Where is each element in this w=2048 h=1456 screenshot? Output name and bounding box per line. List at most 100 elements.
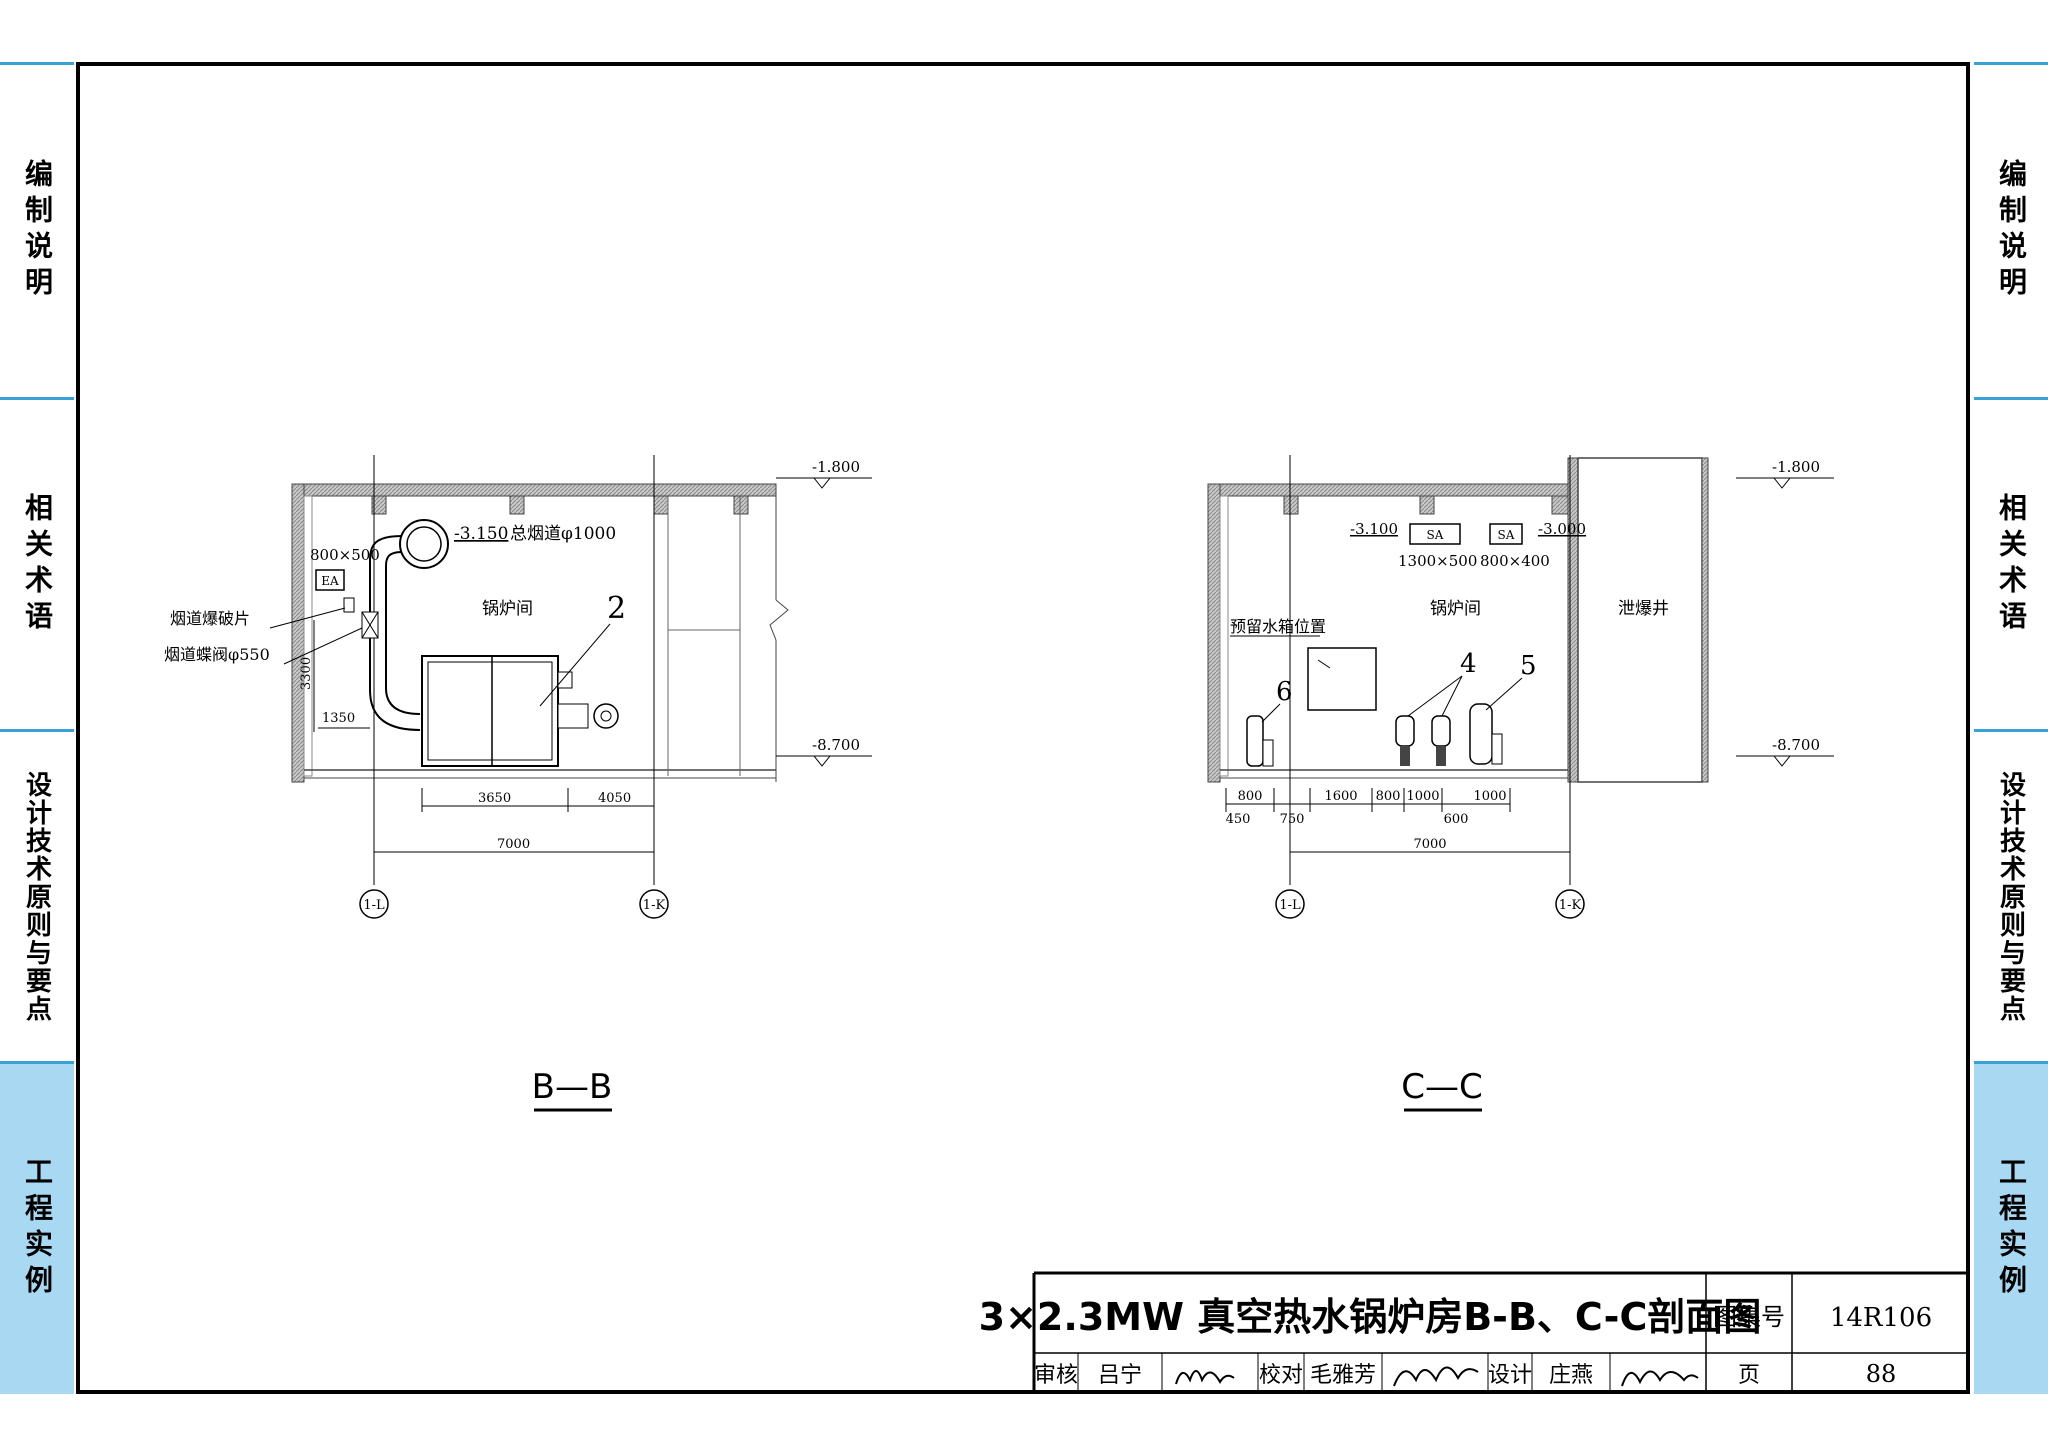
cc-dim-1000-b: 1000 bbox=[1473, 789, 1506, 804]
bb-duct-size: 800×500 bbox=[310, 546, 380, 564]
cc-sa-tag-2: SA bbox=[1498, 528, 1515, 542]
cc-pump-1 bbox=[1395, 715, 1415, 747]
bb-dim-7000: 7000 bbox=[497, 837, 530, 852]
bb-elev-top: -1.800 bbox=[812, 458, 860, 476]
title-block: 3×2.3MW 真空热水锅炉房B-B、C-C剖面图 图集号 14R106 审核 … bbox=[979, 1271, 1970, 1394]
bb-axis-bubble-left bbox=[359, 889, 389, 919]
bb-beam-4 bbox=[733, 495, 749, 515]
cc-elev-bottom: -8.700 bbox=[1772, 736, 1820, 754]
cc-item-4: 4 bbox=[1460, 649, 1477, 679]
cc-elev-top-mark bbox=[1772, 477, 1792, 489]
cc-section-label: C—C bbox=[1401, 1067, 1482, 1107]
bb-burner-box bbox=[557, 671, 573, 689]
cc-axis-bubble-left bbox=[1275, 889, 1305, 919]
sidetab-right-1[interactable]: 编制说明 bbox=[1974, 62, 2048, 397]
bb-left-wall bbox=[291, 483, 305, 783]
tb-checker: 毛雅芳 bbox=[1310, 1363, 1376, 1388]
cc-dim-1000-a: 1000 bbox=[1406, 789, 1439, 804]
tb-page-label: 页 bbox=[1738, 1363, 1760, 1388]
bb-boiler-inner bbox=[427, 661, 553, 761]
tb-title: 3×2.3MW 真空热水锅炉房B-B、C-C剖面图 bbox=[979, 1295, 1762, 1339]
cc-dim-600: 600 bbox=[1444, 812, 1469, 827]
sidetab-left-3[interactable]: 设计技术原则与要点 bbox=[0, 729, 74, 1061]
bb-main-flue bbox=[399, 519, 449, 569]
bb-beam-1 bbox=[371, 495, 387, 515]
bb-item-leader bbox=[539, 623, 611, 707]
tb-designer: 庄燕 bbox=[1549, 1363, 1593, 1388]
section-bb: EA -3.150 总烟道φ1000 800×500 锅炉间 2 烟道爆破片 烟… bbox=[164, 455, 872, 1112]
cc-room-label: 锅炉间 bbox=[1430, 599, 1481, 619]
cc-sa-tag-1: SA bbox=[1427, 528, 1444, 542]
bb-boiler bbox=[421, 655, 559, 767]
cc-dim-1600: 1600 bbox=[1324, 789, 1357, 804]
cc-sa-elev-1: -3.100 bbox=[1350, 520, 1398, 538]
cc-dim-450: 450 bbox=[1226, 812, 1251, 827]
cc-item-6-leader bbox=[1261, 703, 1281, 723]
tb-checker-signature bbox=[1393, 1366, 1479, 1387]
bb-valve-label: 烟道蝶阀φ550 bbox=[164, 645, 270, 664]
cc-item-6: 6 bbox=[1276, 677, 1293, 707]
cc-axis-left: 1-L bbox=[1279, 898, 1301, 913]
bb-section-label: B—B bbox=[532, 1067, 613, 1107]
bb-axis-right: 1-K bbox=[643, 898, 666, 913]
cc-item-5: 5 bbox=[1520, 651, 1537, 681]
tb-check-label: 校对 bbox=[1259, 1363, 1303, 1388]
cc-item-5-leader bbox=[1485, 677, 1523, 711]
sidetab-left-1[interactable]: 编制说明 bbox=[0, 62, 74, 397]
bb-valve-x2 bbox=[361, 611, 379, 639]
cc-sa-elev-2: -3.000 bbox=[1538, 520, 1586, 538]
cc-left-wall-inner bbox=[1219, 495, 1229, 777]
bb-burner-fan-hub bbox=[600, 710, 612, 722]
cc-axis-right: 1-K bbox=[1559, 898, 1582, 913]
bb-explosion-plate-label: 烟道爆破片 bbox=[170, 609, 250, 628]
cc-dim-7000: 7000 bbox=[1413, 837, 1446, 852]
bb-explosion-plate bbox=[343, 597, 355, 613]
bb-burner-body bbox=[557, 703, 589, 729]
cc-equip-6-base bbox=[1262, 739, 1274, 767]
cc-beam-3 bbox=[1551, 495, 1569, 515]
tb-page-no: 88 bbox=[1866, 1360, 1897, 1388]
cc-duct-1: 1300×500 bbox=[1398, 552, 1477, 570]
sidetab-left-2[interactable]: 相关术语 bbox=[0, 397, 74, 729]
sidetab-left-4[interactable]: 工程实例 bbox=[0, 1061, 74, 1394]
cc-beam-1 bbox=[1283, 495, 1299, 515]
cc-equip-5-base bbox=[1491, 733, 1503, 765]
cc-pump-1-base bbox=[1400, 746, 1410, 766]
cc-item-4-leader-1 bbox=[1407, 675, 1463, 717]
cc-sa-vent-2 bbox=[1489, 523, 1523, 545]
bb-flue-elev: -3.150 bbox=[454, 524, 508, 544]
bb-dim-3650: 3650 bbox=[478, 791, 511, 806]
section-cc: SA SA -3.100 -3.000 1300×500 800×400 锅炉间… bbox=[1207, 455, 1834, 1112]
cc-elev-top: -1.800 bbox=[1772, 458, 1820, 476]
cc-shaft-wall-right bbox=[1701, 457, 1709, 783]
cc-item-4-leader-2 bbox=[1441, 675, 1463, 717]
tb-atlas-no: 14R106 bbox=[1830, 1303, 1932, 1333]
cc-slab bbox=[1207, 483, 1573, 497]
sidetab-right-2[interactable]: 相关术语 bbox=[1974, 397, 2048, 729]
cc-equip-6 bbox=[1246, 715, 1264, 767]
cc-elev-bottom-mark bbox=[1772, 755, 1792, 767]
cc-beam-2 bbox=[1419, 495, 1435, 515]
bb-elev-bottom: -8.700 bbox=[812, 736, 860, 754]
cc-tank-label: 预留水箱位置 bbox=[1230, 617, 1326, 636]
tb-design-label: 设计 bbox=[1488, 1363, 1532, 1388]
cc-left-wall bbox=[1207, 483, 1221, 783]
sidetab-right-3[interactable]: 设计技术原则与要点 bbox=[1974, 729, 2048, 1061]
bb-elev-top-mark bbox=[812, 477, 832, 489]
bb-ea-vent bbox=[315, 569, 345, 591]
bb-break-line bbox=[769, 599, 789, 641]
bb-room-label: 锅炉间 bbox=[482, 599, 533, 619]
tb-review-label: 审核 bbox=[1034, 1363, 1078, 1388]
bb-axis-left: 1-L bbox=[363, 898, 385, 913]
bb-flue-pipe-inner bbox=[385, 551, 421, 715]
bb-main-flue-inner bbox=[406, 526, 442, 562]
bb-left-wall-inner bbox=[303, 495, 313, 777]
cc-tank-leader bbox=[1317, 659, 1331, 669]
sidetab-right-4[interactable]: 工程实例 bbox=[1974, 1061, 2048, 1394]
bb-elev-bottom-mark bbox=[812, 755, 832, 767]
bb-dim-4050: 4050 bbox=[598, 791, 631, 806]
cc-shaft-label: 泄爆井 bbox=[1618, 599, 1669, 619]
bb-valve-leader bbox=[283, 627, 363, 665]
cc-sa-vent-1 bbox=[1409, 523, 1461, 545]
